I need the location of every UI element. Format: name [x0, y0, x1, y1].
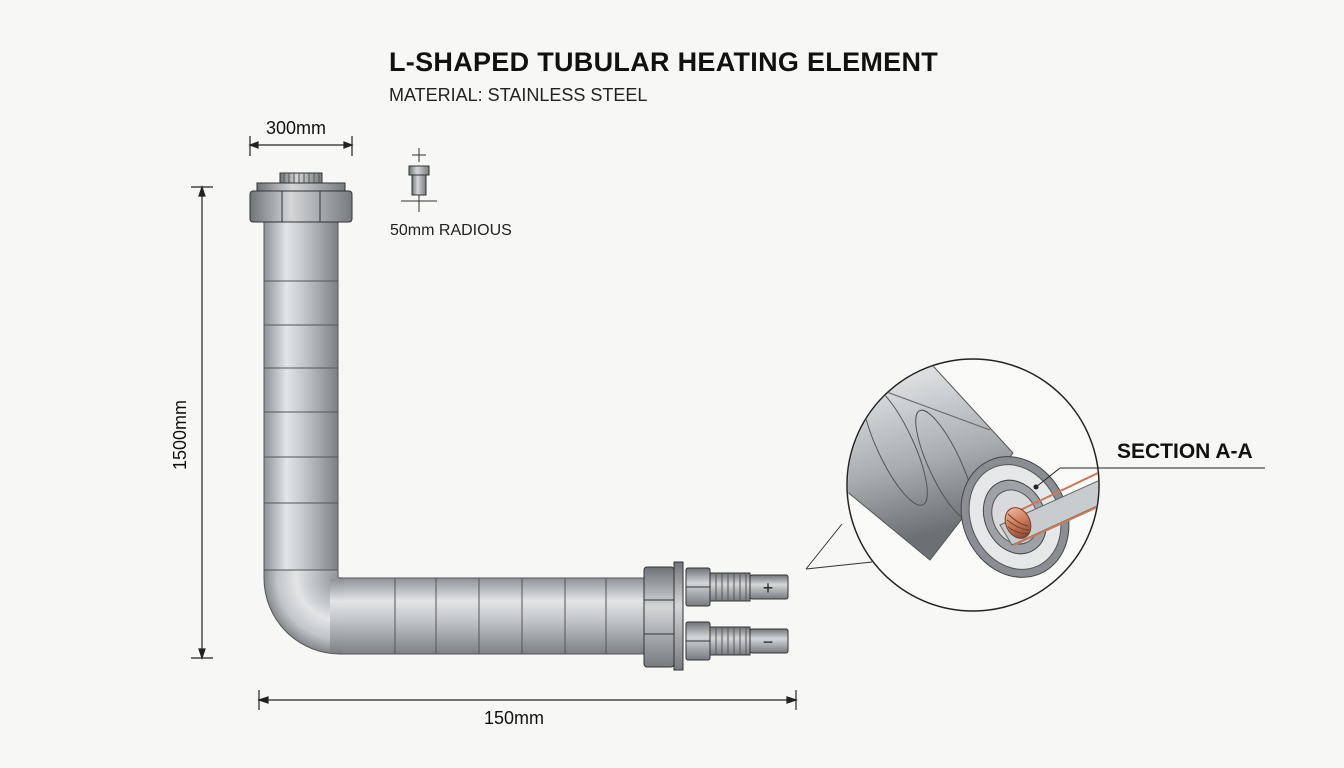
section-label: SECTION A-A [1117, 440, 1253, 463]
radius-label: 50mm RADIOUS [390, 222, 512, 239]
material-subtitle: MATERIAL: STAINLESS STEEL [389, 85, 648, 105]
callout-leader [805, 523, 873, 570]
bottom-dimension-line [257, 690, 798, 710]
negative-terminal [685, 621, 789, 661]
top-hex-fitting [249, 172, 353, 223]
section-detail-circle [846, 358, 1265, 612]
positive-terminal-symbol: + [763, 578, 774, 598]
end-fitting [643, 561, 684, 671]
vertical-tube [263, 221, 339, 579]
negative-terminal-symbol: − [763, 632, 774, 652]
horizontal-length-label: 150mm [484, 708, 545, 728]
page-title: L-SHAPED TUBULAR HEATING ELEMENT [389, 47, 939, 77]
horizontal-tube [330, 577, 647, 655]
top-dimension-line [248, 136, 354, 156]
positive-terminal [685, 567, 789, 607]
top-width-label: 300mm [266, 118, 327, 138]
radius-symbol [401, 148, 437, 212]
vertical-length-label: 1500mm [170, 399, 190, 470]
vertical-dimension-line [191, 185, 213, 660]
